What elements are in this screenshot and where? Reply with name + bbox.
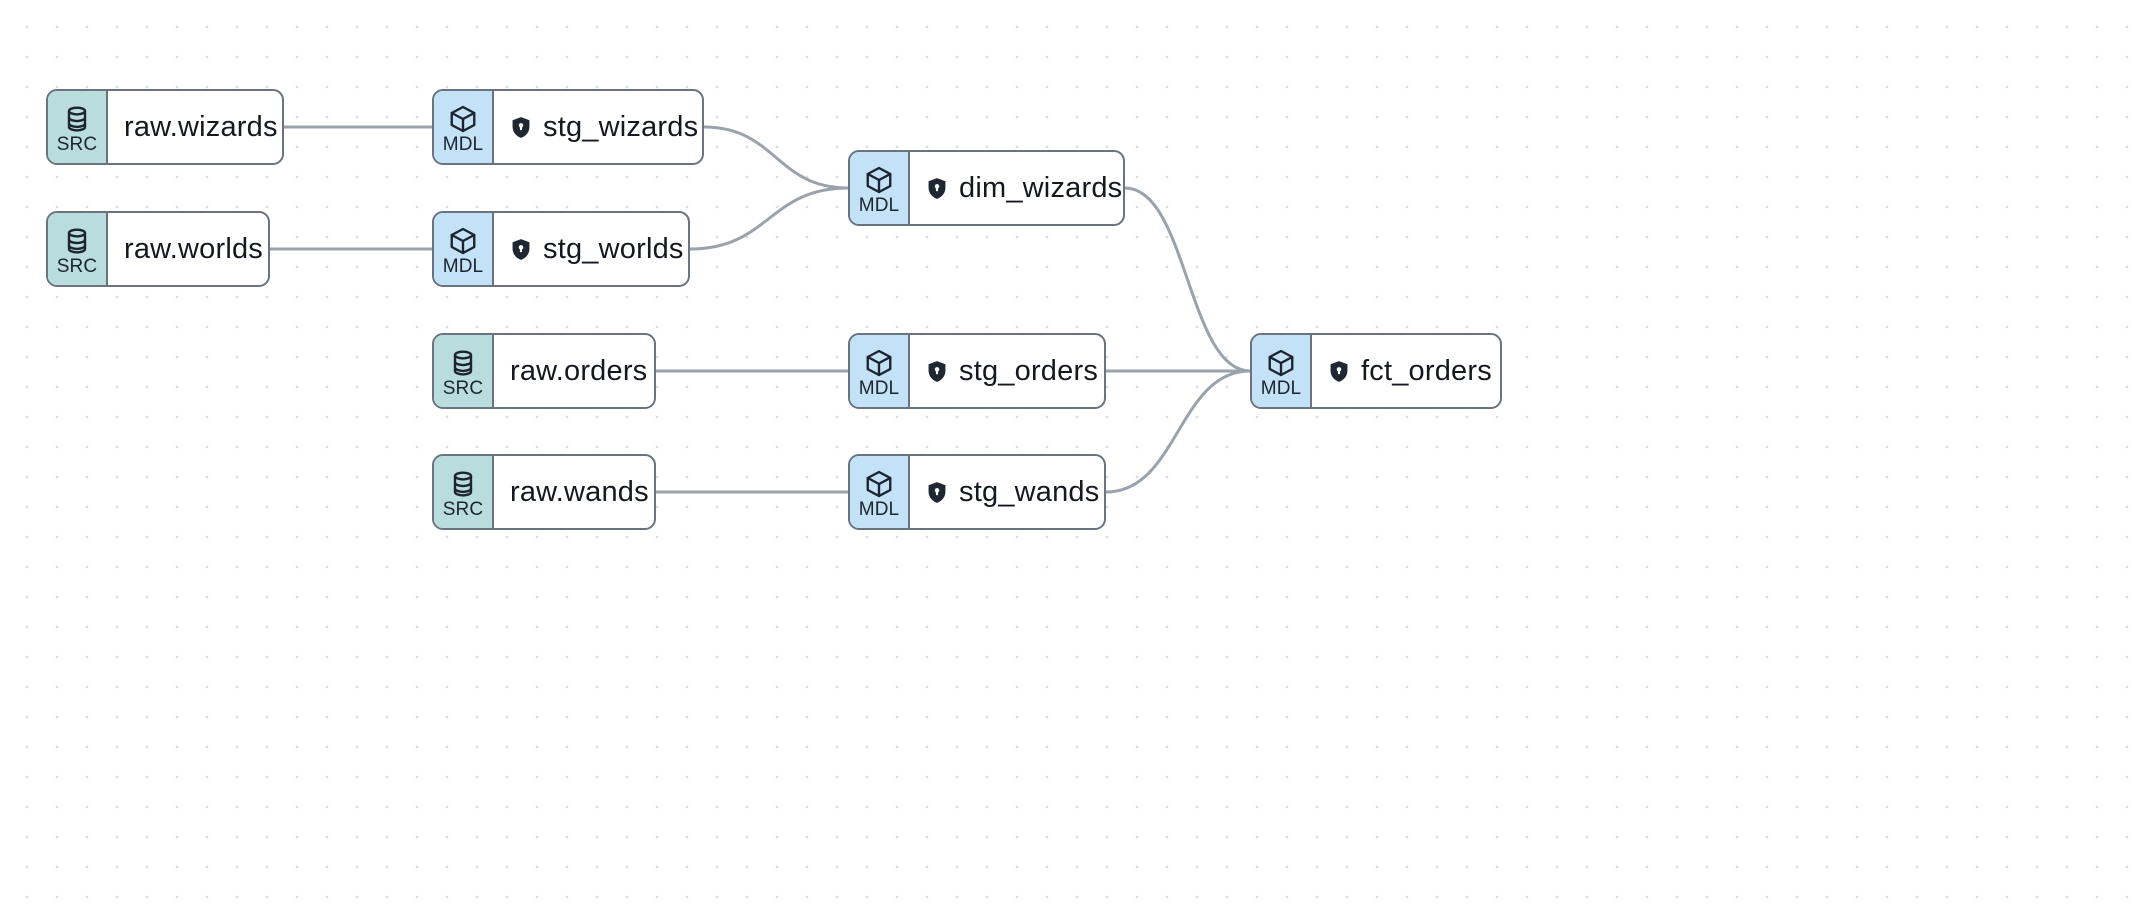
node-stg_wizards[interactable]: MDL stg_wizards <box>432 89 704 165</box>
node-type-badge-src[interactable]: SRC <box>48 213 108 285</box>
database-icon <box>448 348 478 378</box>
edge-stg_worlds-to-dim_wizards[interactable] <box>688 186 850 251</box>
node-type-label: SRC <box>442 378 484 399</box>
node-body: fct_orders <box>1312 335 1500 407</box>
shield-lock-icon <box>926 177 948 200</box>
node-raw_orders[interactable]: SRC raw.orders <box>432 333 656 409</box>
node-type-badge-mdl[interactable]: MDL <box>1252 335 1312 407</box>
edge-stg_wizards-to-dim_wizards[interactable] <box>702 125 850 190</box>
node-label: stg_wands <box>959 475 1100 508</box>
database-icon <box>62 226 92 256</box>
node-type-badge-src[interactable]: SRC <box>434 335 494 407</box>
shield-lock-icon <box>926 360 948 383</box>
node-body: raw.wizards <box>108 91 282 163</box>
node-stg_orders[interactable]: MDL stg_orders <box>848 333 1106 409</box>
node-body: raw.worlds <box>108 213 268 285</box>
node-type-label: MDL <box>858 378 900 399</box>
node-raw_wizards[interactable]: SRC raw.wizards <box>46 89 284 165</box>
node-label: stg_worlds <box>543 232 684 265</box>
node-type-badge-src[interactable]: SRC <box>48 91 108 163</box>
node-type-badge-mdl[interactable]: MDL <box>850 152 910 224</box>
node-stg_wands[interactable]: MDL stg_wands <box>848 454 1106 530</box>
node-type-label: MDL <box>1260 378 1302 399</box>
node-label: fct_orders <box>1361 354 1492 387</box>
node-body: dim_wizards <box>910 152 1123 224</box>
node-type-badge-mdl[interactable]: MDL <box>850 335 910 407</box>
edge-stg_wands-to-fct_orders[interactable] <box>1104 369 1252 494</box>
node-label: raw.worlds <box>124 232 263 265</box>
database-icon <box>448 469 478 499</box>
shield-lock-icon <box>1328 360 1350 383</box>
node-body: stg_worlds <box>494 213 688 285</box>
node-type-badge-mdl[interactable]: MDL <box>850 456 910 528</box>
cube-icon <box>448 226 478 256</box>
shield-lock-icon <box>510 238 532 261</box>
node-type-label: MDL <box>442 256 484 277</box>
database-icon <box>62 104 92 134</box>
cube-icon <box>864 348 894 378</box>
node-body: raw.wands <box>494 456 654 528</box>
node-fct_orders[interactable]: MDL fct_orders <box>1250 333 1502 409</box>
node-type-label: SRC <box>442 499 484 520</box>
node-dim_wizards[interactable]: MDL dim_wizards <box>848 150 1125 226</box>
cube-icon <box>1266 348 1296 378</box>
node-label: raw.orders <box>510 354 648 387</box>
cube-icon <box>864 469 894 499</box>
node-body: raw.orders <box>494 335 654 407</box>
node-body: stg_orders <box>910 335 1104 407</box>
node-stg_worlds[interactable]: MDL stg_worlds <box>432 211 690 287</box>
cube-icon <box>864 165 894 195</box>
node-label: raw.wands <box>510 475 649 508</box>
cube-icon <box>448 104 478 134</box>
node-label: stg_wizards <box>543 110 699 143</box>
node-label: raw.wizards <box>124 110 278 143</box>
shield-lock-icon <box>926 481 948 504</box>
node-type-label: MDL <box>858 499 900 520</box>
node-body: stg_wands <box>910 456 1104 528</box>
node-type-badge-src[interactable]: SRC <box>434 456 494 528</box>
node-type-label: SRC <box>56 134 98 155</box>
edge-dim_wizards-to-fct_orders[interactable] <box>1123 186 1252 373</box>
node-type-label: SRC <box>56 256 98 277</box>
node-type-badge-mdl[interactable]: MDL <box>434 213 494 285</box>
node-body: stg_wizards <box>494 91 702 163</box>
node-type-label: MDL <box>442 134 484 155</box>
node-label: stg_orders <box>959 354 1099 387</box>
node-type-badge-mdl[interactable]: MDL <box>434 91 494 163</box>
shield-lock-icon <box>510 116 532 139</box>
node-label: dim_wizards <box>959 171 1123 204</box>
node-raw_worlds[interactable]: SRC raw.worlds <box>46 211 270 287</box>
node-raw_wands[interactable]: SRC raw.wands <box>432 454 656 530</box>
node-type-label: MDL <box>858 195 900 216</box>
